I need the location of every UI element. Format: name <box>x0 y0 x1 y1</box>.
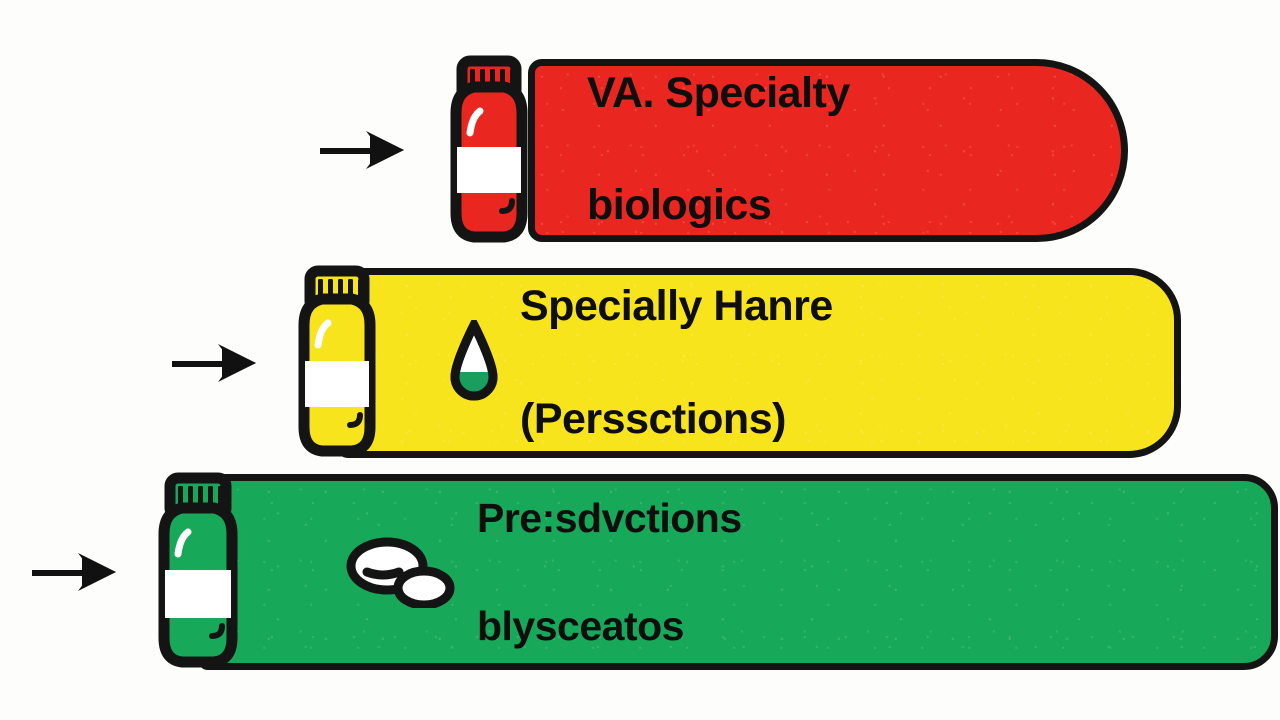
diagram-row-specially-handled: Specially Hanre (Perssctions) <box>0 265 1181 461</box>
banner-label-line-1: VA. Specialty <box>587 69 850 118</box>
pills-icon <box>346 537 455 608</box>
arrow-right-icon <box>320 131 404 169</box>
banner-label: Pre:sdvctions blysceatos <box>477 437 742 708</box>
droplet-icon <box>450 320 498 401</box>
category-banner-prescriptions[interactable]: Pre:sdvctions blysceatos <box>198 474 1278 670</box>
medicine-vial-icon <box>298 265 376 457</box>
diagram-row-prescriptions: Pre:sdvctions blysceatos <box>0 472 1278 672</box>
category-banner-specialty-biologics[interactable]: VA. Specialty biologics <box>528 58 1128 242</box>
banner-label: Specially Hanre (Perssctions) <box>520 221 833 505</box>
banner-content: Specially Hanre (Perssctions) <box>343 221 833 505</box>
banner-label-line-2: blysceatos <box>477 603 684 650</box>
arrow-right-icon <box>172 344 256 382</box>
banner-label-line-2: biologics <box>587 180 772 229</box>
category-banner-specially-handled[interactable]: Specially Hanre (Perssctions) <box>336 268 1181 458</box>
banner-label-line-1: Specially Hanre <box>520 281 833 330</box>
medicine-vial-icon <box>158 472 238 668</box>
banner-content: VA. Specialty biologics <box>535 10 850 289</box>
banner-label: VA. Specialty biologics <box>587 10 850 289</box>
diagram-row-specialty-biologics: VA. Specialty biologics <box>0 55 1128 245</box>
medicine-vial-icon <box>450 55 528 243</box>
arrow-right-icon <box>32 553 116 591</box>
banner-label-line-2: (Perssctions) <box>520 395 786 444</box>
banner-label-line-1: Pre:sdvctions <box>477 494 742 541</box>
banner-content: Pre:sdvctions blysceatos <box>205 437 742 708</box>
